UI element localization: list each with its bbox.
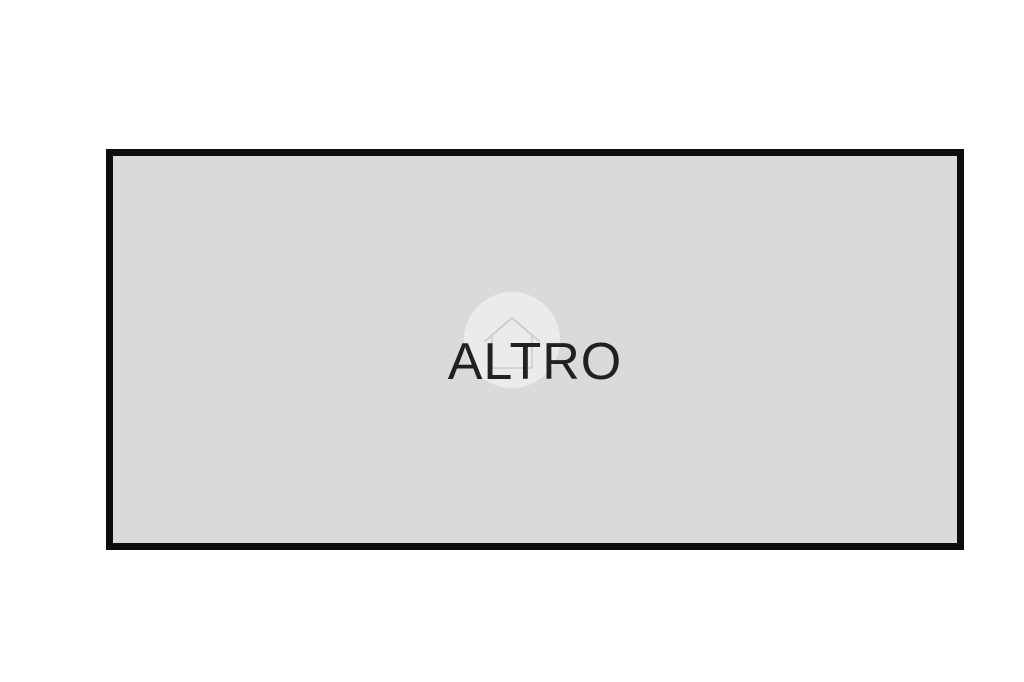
house-roof	[483, 316, 541, 343]
altro-box	[106, 149, 964, 550]
box-label-container: ALTRO	[106, 149, 964, 550]
house-walls	[491, 336, 533, 369]
house-watermark-icon	[464, 292, 560, 388]
watermark-circle	[464, 292, 560, 388]
box-label: ALTRO	[447, 332, 623, 391]
